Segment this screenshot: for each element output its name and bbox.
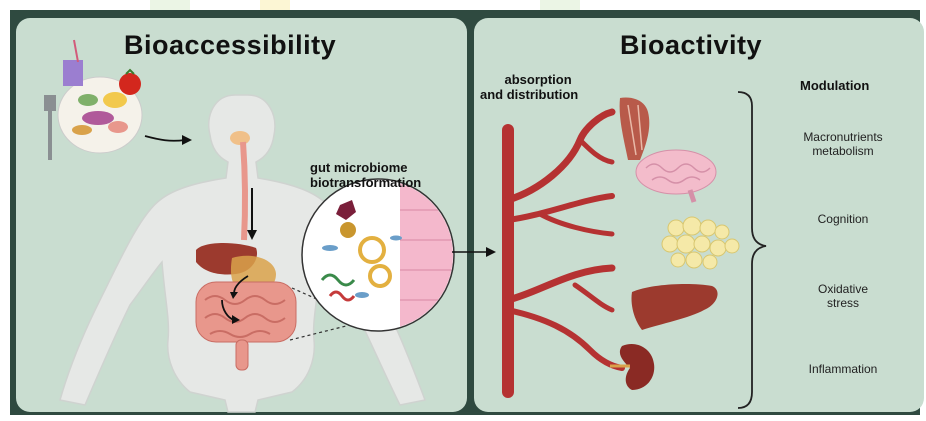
modulation-item-macronutrients: Macronutrients metabolism xyxy=(778,130,908,158)
adipose-icon xyxy=(662,217,739,269)
kidney-icon xyxy=(610,344,654,390)
modulation-item-line1: Macronutrients xyxy=(778,130,908,144)
absorption-label: absorption and distribution xyxy=(480,72,578,102)
modulation-item-line2: metabolism xyxy=(778,144,908,158)
fork-icon xyxy=(44,95,56,160)
modulation-item-line1: Cognition xyxy=(778,212,908,226)
modulation-heading: Modulation xyxy=(800,78,869,93)
gut-microbiome-label-line1: gut microbiome xyxy=(310,160,421,175)
modulation-item-oxidative-stress: Oxidative stress xyxy=(778,282,908,310)
absorption-label-line2: and distribution xyxy=(480,87,578,102)
gut-microbiome-label: gut microbiome biotransformation xyxy=(310,160,421,190)
salivary-gland-icon xyxy=(230,131,250,145)
modulation-item-cognition: Cognition xyxy=(778,212,908,226)
juice-glass-icon xyxy=(63,40,83,86)
food-to-mouth-arrow-icon xyxy=(145,135,192,145)
muscle-icon xyxy=(620,98,650,160)
modulation-item-line1: Oxidative xyxy=(778,282,908,296)
modulation-item-line2: stress xyxy=(778,296,908,310)
modulation-item-inflammation: Inflammation xyxy=(778,362,908,376)
tomato-icon xyxy=(119,70,141,95)
esophagus xyxy=(243,142,245,240)
modulation-bracket xyxy=(738,92,766,408)
brain-icon xyxy=(636,150,716,202)
blood-vessel-icon xyxy=(508,112,622,392)
absorption-label-line1: absorption xyxy=(480,72,578,87)
gut-microbiome-label-line2: biotransformation xyxy=(310,175,421,190)
modulation-item-line1: Inflammation xyxy=(778,362,908,376)
liver-icon xyxy=(631,284,717,330)
